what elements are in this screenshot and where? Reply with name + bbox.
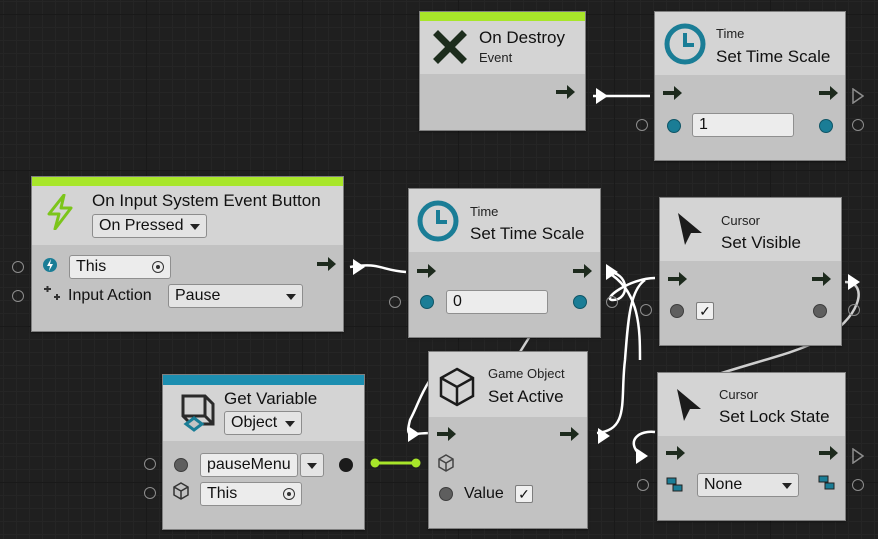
lightning-icon (43, 258, 57, 272)
lock-state-dropdown[interactable]: None (697, 473, 799, 497)
set-time-scale-top-node[interactable]: Time Set Time Scale 1 (654, 11, 846, 161)
cursor-arrow-icon (677, 389, 701, 421)
flow-output-arrow-icon[interactable] (819, 445, 839, 461)
input-action-icon (44, 286, 60, 300)
flow-input-arrow-icon[interactable] (437, 426, 457, 442)
node-title: Set Lock State (719, 407, 830, 426)
node-title: Set Active (488, 387, 564, 406)
input-action-label: Input Action (68, 287, 152, 304)
node-title: On Input System Event Button (92, 191, 321, 210)
node-kind: Cursor (721, 213, 761, 228)
on-destroy-node[interactable]: On Destroy Event (419, 11, 586, 131)
game-object-set-active-node[interactable]: Game Object Set Active Value ✓ (428, 351, 588, 529)
flow-output-arrow-icon[interactable] (317, 256, 337, 272)
value-input-port[interactable] (439, 487, 453, 501)
enum-input-icon[interactable] (666, 477, 684, 493)
unconnected-port[interactable] (848, 304, 860, 316)
active-checkbox[interactable]: ✓ (515, 485, 533, 503)
input-action-dropdown[interactable]: Pause (168, 284, 303, 308)
flow-output-arrow-icon[interactable] (573, 263, 593, 279)
unconnected-port[interactable] (606, 296, 618, 308)
unconnected-port[interactable] (144, 458, 156, 470)
value-label: Value (464, 485, 504, 502)
value-output-port[interactable] (813, 304, 827, 318)
flow-output-arrow-icon[interactable] (812, 271, 832, 287)
value-output-port[interactable] (339, 458, 353, 472)
unconnected-port[interactable] (637, 479, 649, 491)
node-kind: Time (716, 26, 745, 41)
unconnected-port[interactable] (144, 487, 156, 499)
time-scale-input[interactable]: 1 (692, 113, 794, 137)
cube-icon[interactable] (437, 454, 455, 472)
dropdown-value: Pause (175, 287, 221, 304)
unconnected-flow-port[interactable] (852, 88, 864, 104)
flow-output-arrow-icon[interactable] (560, 426, 580, 442)
variable-cube-icon (181, 394, 215, 432)
value-output-port[interactable] (819, 119, 833, 133)
name-input-port[interactable] (174, 458, 188, 472)
target-object-field[interactable]: This (69, 255, 171, 279)
object-picker-icon[interactable] (283, 488, 295, 500)
variable-scope-dropdown[interactable]: Object (224, 411, 302, 435)
variable-name-dropdown-button[interactable] (300, 453, 324, 477)
flow-output-arrow-icon[interactable] (556, 84, 576, 100)
cursor-set-lock-state-node[interactable]: Cursor Set Lock State None (657, 372, 846, 521)
flow-input-arrow-icon[interactable] (663, 85, 683, 101)
event-mode-dropdown[interactable]: On Pressed (92, 214, 207, 238)
object-picker-icon[interactable] (152, 261, 164, 273)
unconnected-port[interactable] (12, 261, 24, 273)
dropdown-value: On Pressed (99, 217, 184, 234)
flow-input-arrow-icon[interactable] (666, 445, 686, 461)
value-input-port[interactable] (667, 119, 681, 133)
clock-icon (417, 200, 459, 242)
cube-icon (173, 482, 189, 500)
cube-icon (439, 367, 475, 407)
target-object-field[interactable]: This (200, 482, 302, 506)
dropdown-value: Object (231, 414, 278, 431)
cursor-arrow-icon (678, 213, 702, 245)
unconnected-port[interactable] (852, 479, 864, 491)
node-kind: Cursor (719, 387, 759, 402)
enum-output-icon[interactable] (818, 475, 836, 491)
unconnected-port[interactable] (12, 290, 24, 302)
value-output-port[interactable] (573, 295, 587, 309)
close-x-icon (433, 30, 467, 64)
variable-name-field[interactable]: pauseMenu (200, 453, 298, 477)
value-input-port[interactable] (670, 304, 684, 318)
unconnected-port[interactable] (389, 296, 401, 308)
set-time-scale-mid-node[interactable]: Time Set Time Scale 0 (408, 188, 601, 338)
dropdown-value: None (704, 476, 743, 493)
chevron-down-icon (190, 224, 200, 230)
input-system-event-node[interactable]: On Input System Event Button On Pressed … (31, 176, 344, 332)
node-title: Set Visible (721, 233, 802, 252)
value-input-port[interactable] (420, 295, 434, 309)
node-kind: Game Object (488, 366, 565, 381)
chevron-down-icon (782, 483, 792, 489)
unconnected-port[interactable] (852, 119, 864, 131)
node-title: Get Variable (224, 389, 318, 408)
visible-checkbox[interactable]: ✓ (696, 302, 714, 320)
field-value: This (76, 258, 107, 275)
flow-input-arrow-icon[interactable] (668, 271, 688, 287)
chevron-down-icon (286, 294, 296, 300)
node-title: On Destroy (479, 28, 565, 47)
unconnected-flow-port[interactable] (852, 448, 864, 464)
node-kind: Time (470, 204, 499, 219)
node-title: Set Time Scale (470, 224, 585, 243)
unconnected-port[interactable] (640, 304, 652, 316)
clock-icon (664, 23, 706, 65)
chevron-down-icon (307, 463, 317, 469)
flow-output-arrow-icon[interactable] (819, 85, 839, 101)
time-scale-input[interactable]: 0 (446, 290, 548, 314)
flow-input-arrow-icon[interactable] (417, 263, 437, 279)
unconnected-port[interactable] (636, 119, 648, 131)
node-subtitle: Event (479, 50, 513, 65)
lightning-icon (47, 194, 73, 230)
field-value: This (207, 485, 238, 502)
node-title: Set Time Scale (716, 47, 831, 66)
get-variable-node[interactable]: Get Variable Object pauseMenu This (162, 374, 365, 530)
chevron-down-icon (285, 421, 295, 427)
cursor-set-visible-node[interactable]: Cursor Set Visible ✓ (659, 197, 842, 346)
